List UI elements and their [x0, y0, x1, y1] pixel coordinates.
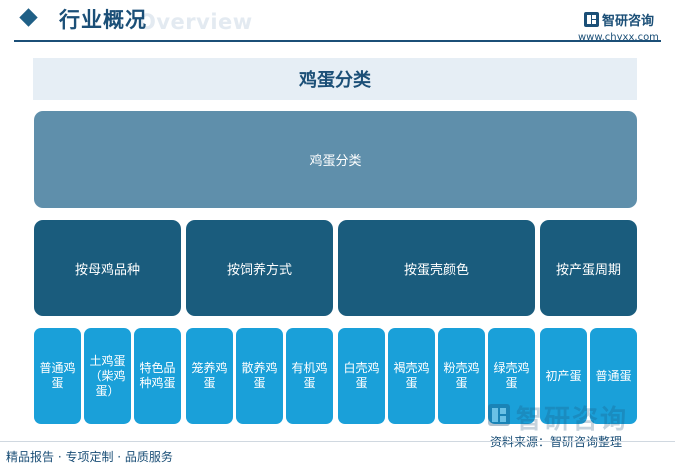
category-node-breed: 按母鸡品种: [34, 220, 181, 316]
brand-name: 智研咨询: [602, 14, 655, 29]
brand-logo-icon: [584, 12, 599, 27]
section-subtitle-ghost: Overview: [138, 10, 253, 34]
category-node-feeding: 按饲养方式: [186, 220, 333, 316]
brand-url: www.chyxx.com: [578, 32, 659, 43]
leaf-node: 有机鸡蛋: [286, 328, 333, 424]
diagram-title: 鸡蛋分类: [33, 58, 637, 100]
leaf-node: 绿壳鸡蛋: [488, 328, 535, 424]
leaf-node: 白壳鸡蛋: [338, 328, 385, 424]
leaf-node: 褐壳鸡蛋: [388, 328, 435, 424]
leaf-node: 普通蛋: [590, 328, 637, 424]
diamond-icon: [19, 8, 38, 27]
footer-tagline: 精品报告 · 专项定制 · 品质服务: [6, 450, 173, 464]
leaf-node: 普通鸡蛋: [34, 328, 81, 424]
root-node: 鸡蛋分类: [34, 111, 637, 208]
section-title: 行业概况: [59, 8, 147, 32]
watermark-text: 智研咨询: [516, 405, 629, 435]
source-note: 资料来源：智研咨询整理: [490, 435, 623, 449]
leaf-node: 特色品种鸡蛋: [134, 328, 181, 424]
footer-divider: [0, 441, 675, 442]
leaf-node: 粉壳鸡蛋: [438, 328, 485, 424]
leaf-node: 初产蛋: [540, 328, 587, 424]
category-node-laying-period: 按产蛋周期: [540, 220, 637, 316]
header: 行业概况 Overview 智研咨询 www.chyxx.com: [0, 0, 675, 46]
header-divider: [14, 40, 661, 42]
leaf-node: 散养鸡蛋: [236, 328, 283, 424]
watermark-logo-icon: [488, 404, 510, 426]
leaf-node: 土鸡蛋（柴鸡蛋）: [84, 328, 131, 424]
category-node-shell-color: 按蛋壳颜色: [338, 220, 535, 316]
leaf-node: 笼养鸡蛋: [186, 328, 233, 424]
